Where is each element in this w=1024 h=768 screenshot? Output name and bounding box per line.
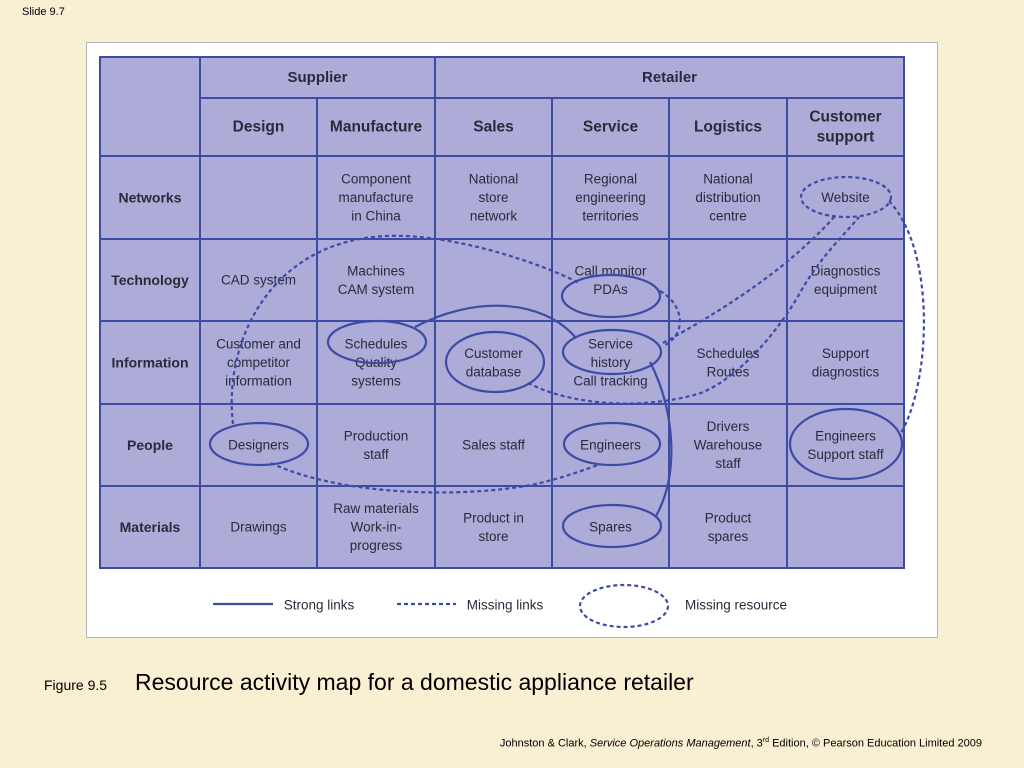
legend-missing-links-label: Missing links bbox=[467, 598, 544, 613]
cell-text: spares bbox=[708, 529, 749, 544]
cell-text: Call monitor bbox=[574, 263, 647, 278]
cell-text: in China bbox=[351, 209, 401, 224]
cell-text: Call tracking bbox=[573, 374, 647, 389]
cell-text: Spares bbox=[589, 520, 632, 535]
cell-text: Drivers bbox=[707, 419, 750, 434]
missing-link bbox=[662, 214, 837, 344]
cell-text: store bbox=[478, 190, 508, 205]
strong-resource-ellipse bbox=[444, 330, 546, 394]
cell-text: National bbox=[703, 172, 753, 187]
cell-text: Support bbox=[822, 346, 870, 361]
missing-link bbox=[270, 462, 602, 494]
slide-number: Slide 9.7 bbox=[22, 6, 65, 18]
cell-text: Customer bbox=[464, 346, 523, 361]
cell-text: database bbox=[466, 364, 522, 379]
cell-text: staff bbox=[363, 447, 389, 462]
cell-text: distribution bbox=[695, 190, 760, 205]
strong-resource-ellipse bbox=[560, 273, 662, 319]
cell-text: National bbox=[469, 172, 519, 187]
cell-text: progress bbox=[350, 538, 403, 553]
cell-text: Product bbox=[705, 510, 752, 525]
column-header: Design bbox=[233, 119, 285, 136]
legend-missing-resource-label: Missing resource bbox=[685, 598, 787, 613]
cell-text: Drawings bbox=[230, 520, 287, 535]
cell-text: engineering bbox=[575, 190, 646, 205]
cell-text: manufacture bbox=[338, 190, 413, 205]
cell-text: diagnostics bbox=[812, 364, 880, 379]
cell-text: Sales staff bbox=[462, 438, 525, 453]
copyright-credit: Johnston & Clark, Service Operations Man… bbox=[499, 737, 982, 750]
cell-text: Raw materials bbox=[333, 501, 419, 516]
missing-link bbox=[659, 290, 681, 348]
strong-resource-ellipse bbox=[788, 407, 904, 481]
cell-text: territories bbox=[582, 209, 639, 224]
row-label: Information bbox=[112, 355, 189, 371]
row-label: Networks bbox=[118, 190, 181, 206]
cell-text: centre bbox=[709, 209, 747, 224]
cell-text: network bbox=[470, 209, 518, 224]
legend-strong-label: Strong links bbox=[284, 598, 355, 613]
cell-text: Production bbox=[344, 428, 409, 443]
cell-text: PDAs bbox=[593, 282, 628, 297]
cell-text: competitor bbox=[227, 355, 291, 370]
column-header: support bbox=[817, 129, 875, 146]
figure-number: Figure 9.5 bbox=[44, 677, 108, 693]
missing-link bbox=[888, 200, 926, 434]
cell-text: history bbox=[591, 355, 631, 370]
header-supplier: Supplier bbox=[287, 69, 347, 86]
cell-text: Diagnostics bbox=[811, 263, 881, 278]
cell-text: Schedules bbox=[344, 337, 407, 352]
cell-text: staff bbox=[715, 456, 741, 471]
strong-link bbox=[649, 361, 673, 517]
column-header: Sales bbox=[473, 119, 514, 136]
table-border bbox=[99, 56, 905, 569]
cell-text: Website bbox=[821, 190, 870, 205]
cell-text: Service bbox=[588, 337, 633, 352]
row-label: People bbox=[127, 437, 173, 453]
column-header: Logistics bbox=[694, 119, 762, 136]
cell-text: Regional bbox=[584, 172, 637, 187]
column-header: Manufacture bbox=[330, 119, 423, 136]
cell-text: Engineers bbox=[580, 438, 641, 453]
column-header: Service bbox=[583, 119, 639, 136]
strong-resource-ellipse bbox=[561, 503, 663, 549]
cell-text: Machines bbox=[347, 263, 405, 278]
cell-text: Schedules bbox=[696, 346, 759, 361]
strong-resource-ellipse bbox=[326, 319, 428, 365]
cell-text: equipment bbox=[814, 282, 877, 297]
cell-text: information bbox=[225, 374, 292, 389]
cell-text: Support staff bbox=[807, 447, 884, 462]
cell-text: Warehouse bbox=[694, 438, 763, 453]
missing-link bbox=[527, 216, 860, 405]
header-retailer: Retailer bbox=[642, 69, 697, 86]
strong-resource-ellipse bbox=[208, 421, 310, 467]
missing-link bbox=[230, 234, 580, 425]
cell-text: Engineers bbox=[815, 428, 876, 443]
legend-missing-resource-ellipse bbox=[578, 583, 670, 629]
cell-text: store bbox=[478, 529, 508, 544]
cell-text: Work-in- bbox=[351, 520, 402, 535]
row-label: Technology bbox=[111, 272, 189, 288]
cell-text: Product in bbox=[463, 510, 524, 525]
cell-text: CAM system bbox=[338, 282, 415, 297]
column-header: Customer bbox=[809, 109, 881, 126]
missing-resource-ellipse bbox=[799, 175, 893, 219]
cell-text: Designers bbox=[228, 438, 289, 453]
cell-text: systems bbox=[351, 374, 401, 389]
row-label: Materials bbox=[120, 519, 181, 535]
strong-resource-ellipse bbox=[561, 328, 663, 376]
cell-text: Customer and bbox=[216, 337, 301, 352]
cell-text: CAD system bbox=[221, 273, 296, 288]
table-background bbox=[100, 57, 904, 568]
figure-title: Resource activity map for a domestic app… bbox=[135, 669, 694, 695]
strong-link bbox=[414, 304, 577, 339]
cell-text: Component bbox=[341, 172, 411, 187]
strong-resource-ellipse bbox=[562, 421, 662, 467]
cell-text: Routes bbox=[707, 364, 750, 379]
